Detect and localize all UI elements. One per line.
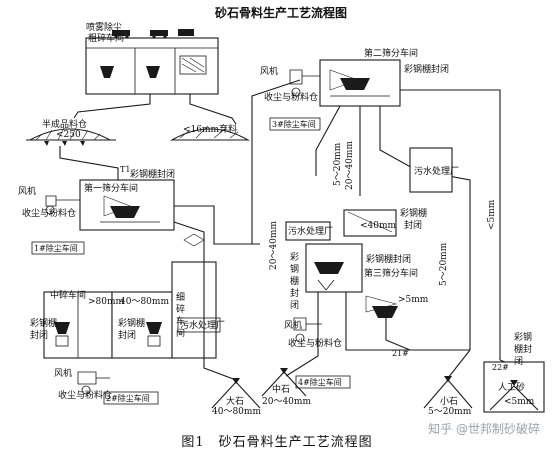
- dust-bin-label-1: 收尘与粉料仓: [22, 207, 76, 219]
- size-5-20-label-2: 5～20mm: [439, 242, 449, 286]
- fine-crush-label-4: 间: [176, 327, 185, 339]
- color-steel-label-7: 彩钢: [514, 331, 532, 343]
- gt5-screen: [365, 295, 398, 318]
- coarse-crush-workshop: [85, 29, 219, 95]
- color-steel-label-2b: 封闭: [30, 329, 48, 341]
- dust-bin-label-3: 收尘与粉料仓: [264, 91, 318, 103]
- size-gt5-label: >5mm: [398, 295, 429, 305]
- color-steel-vertical-2: 钢: [290, 263, 299, 275]
- dust-system-3: [289, 69, 320, 97]
- fine-crush-workshop: [171, 233, 217, 359]
- color-steel-label-4: 彩钢棚封闭: [404, 63, 449, 75]
- color-steel-label-1: 彩钢棚封闭: [130, 168, 175, 180]
- coarse-crush-label: 粗碎车间: [88, 32, 124, 44]
- dust-room-3-label: 3#除尘车间: [272, 119, 316, 129]
- watermark: 知乎 @世邦制砂破碎: [428, 422, 540, 436]
- medium-crush-label: 中碎车间: [50, 289, 86, 301]
- dust-room-4-label: 4#除尘车间: [298, 377, 342, 387]
- fan-label-2: 风机: [54, 367, 72, 379]
- size-gt80-label: >80mm: [88, 297, 125, 307]
- dust-system-1: [45, 195, 80, 215]
- color-steel-label-5b: 封闭: [404, 219, 422, 231]
- sewage-label-1: 污水处理厂: [180, 319, 225, 331]
- figure-caption: 图1 砂石骨料生产工艺流程图: [181, 435, 373, 450]
- color-steel-vertical-4: 封: [290, 287, 299, 299]
- dust-bin-label-4: 收尘与粉料仓: [288, 337, 342, 349]
- t22-label: 22#: [492, 363, 509, 372]
- semi-finished-bin: [26, 127, 116, 146]
- dust-system-4: [293, 317, 322, 343]
- sewage-label-2: 污水处理厂: [414, 165, 459, 177]
- lt40-bin: [343, 209, 397, 237]
- second-screen-label: 第二筛分车间: [364, 47, 418, 59]
- fine-crush-label-2: 碎: [176, 303, 185, 315]
- size-lt5-label-1: <5mm: [487, 199, 497, 230]
- large-stone-pile: [211, 378, 261, 409]
- medium-stone-pile: [261, 368, 307, 397]
- semi-bin-size: <250: [56, 130, 81, 140]
- color-steel-label-2: 彩钢棚: [30, 317, 57, 329]
- size-5-20-label-1: 5～20mm: [333, 142, 343, 186]
- fine-crush-label: 细: [176, 291, 185, 303]
- t1-label: T1: [120, 165, 130, 174]
- diagram-title: 砂石骨料生产工艺流程图: [214, 5, 347, 20]
- dust-room-2-label: 2#除尘车间: [106, 393, 150, 403]
- semi-bin-label: 半成品料仓: [42, 118, 87, 130]
- color-steel-label-3b: 封闭: [118, 329, 136, 341]
- color-steel-label-5: 彩钢棚: [400, 207, 427, 219]
- first-screen-workshop: [79, 179, 175, 231]
- dust-room-1-label: 1#除尘车间: [34, 243, 78, 253]
- third-screen-label: 第三筛分车间: [364, 267, 418, 279]
- sewage-label-3: 污水处理厂: [288, 225, 333, 237]
- color-steel-vertical-5: 闭: [290, 299, 299, 311]
- discard-label: <16mm弃料: [183, 123, 237, 135]
- small-stone-size: 5～20mm: [428, 407, 472, 417]
- first-screen-label: 第一筛分车间: [84, 182, 138, 194]
- size-20-40-label-1: 20～40mm: [345, 141, 355, 190]
- small-stone-pile: [423, 376, 473, 409]
- color-steel-vertical: 彩: [290, 252, 299, 263]
- size-20-40-label-2: 20～40mm: [269, 221, 279, 270]
- medium-stone-size: 20～40mm: [262, 397, 311, 407]
- manufactured-sand-label: 人工砂: [498, 381, 525, 393]
- discard-pile: [169, 125, 251, 141]
- size-40-80-label: 40～80mm: [120, 297, 169, 307]
- large-stone-label: 大石: [226, 395, 244, 407]
- manufactured-sand-size: <5mm: [504, 397, 535, 407]
- medium-crush-workshop: [43, 291, 173, 359]
- fine-crush-label-3: 车: [176, 315, 185, 327]
- color-steel-label-7c: 闭: [514, 355, 523, 367]
- dust-system-2: [77, 371, 110, 395]
- color-steel-label-6: 彩钢棚封闭: [366, 253, 411, 265]
- size-lt40-label: <40mm: [360, 221, 397, 231]
- large-stone-size: 40～80mm: [212, 407, 261, 417]
- color-steel-vertical-3: 棚: [290, 275, 299, 287]
- color-steel-label-7b: 棚封: [514, 343, 532, 355]
- fan-label-3: 风机: [260, 65, 278, 77]
- medium-stone-label: 中石: [272, 383, 290, 395]
- dust-bin-label-2: 收尘与粉料仓: [58, 389, 112, 401]
- second-screen-workshop: [319, 59, 401, 107]
- t21-label: 21#: [392, 349, 409, 358]
- small-stone-label: 小石: [440, 396, 458, 407]
- fan-label-1: 风机: [18, 185, 36, 197]
- third-screen-workshop: [305, 243, 363, 293]
- fan-label-4: 风机: [284, 319, 302, 331]
- spray-dust-label: 喷雾除尘: [86, 21, 122, 33]
- color-steel-label-3: 彩钢棚: [118, 317, 145, 329]
- manufactured-sand-shed: [483, 361, 545, 413]
